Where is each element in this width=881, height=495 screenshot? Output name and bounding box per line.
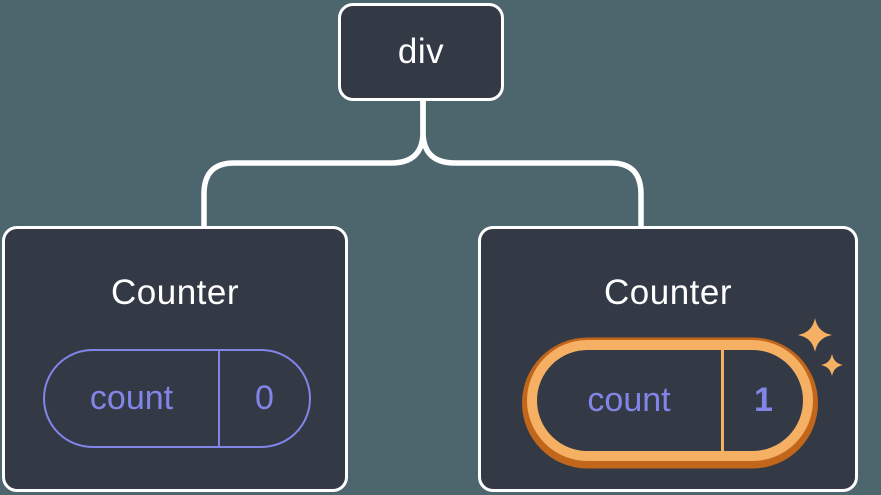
state-value: 1 xyxy=(721,350,803,451)
counter-title: Counter xyxy=(603,273,733,312)
root-node-label: div xyxy=(397,32,445,71)
state-key: count xyxy=(89,379,174,417)
state-value: 0 xyxy=(218,351,309,446)
state-pill-highlighted: count 1 xyxy=(527,340,813,461)
connector-left-branch xyxy=(201,96,426,231)
state-pill: count 0 xyxy=(43,349,311,448)
counter-card-left: Counter count 0 xyxy=(2,226,348,492)
counter-title: Counter xyxy=(110,273,240,312)
connector-right-branch xyxy=(420,96,644,231)
root-node-div: div xyxy=(338,3,504,101)
counter-card-right: Counter count 1 xyxy=(478,226,858,492)
state-key: count xyxy=(587,381,671,419)
